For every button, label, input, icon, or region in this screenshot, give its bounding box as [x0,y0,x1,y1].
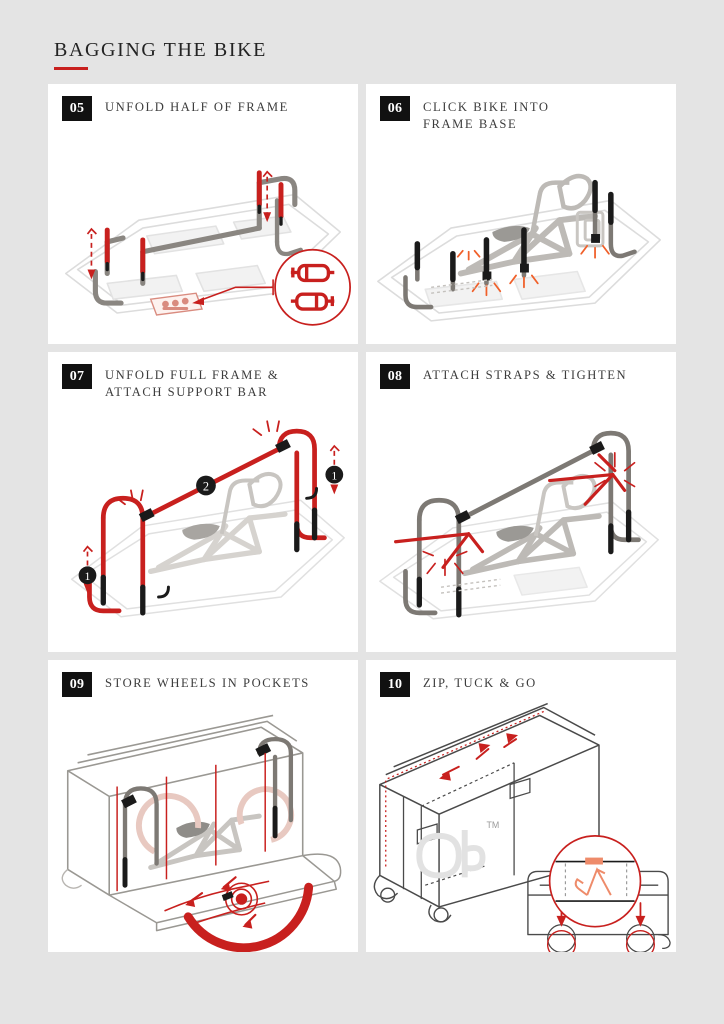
step-panel-09: 09 STORE WHEELS IN POCKETS [48,660,358,952]
step-number-badge-08: 08 [380,364,410,389]
step-illustration-09 [48,700,358,952]
step-caption-05: UNFOLD HALF OF FRAME [105,100,289,114]
step-caption-06: CLICK BIKE INTO FRAME BASE [423,100,550,131]
step-illustration-08 [366,392,676,652]
step-header-06: 06 CLICK BIKE INTO FRAME BASE [380,96,666,132]
page-title: BAGGING THE BIKE [54,39,267,61]
step-header-10: 10 ZIP, TUCK & GO [380,672,666,697]
steps-grid: 05 UNFOLD HALF OF FRAME [48,84,676,976]
step-number-badge-05: 05 [62,96,92,121]
step-header-07: 07 UNFOLD FULL FRAME & ATTACH SUPPORT BA… [62,364,348,400]
step-panel-05: 05 UNFOLD HALF OF FRAME [48,84,358,344]
step-caption-08: ATTACH STRAPS & TIGHTEN [423,368,628,382]
step-panel-07: 07 UNFOLD FULL FRAME & ATTACH SUPPORT BA… [48,352,358,652]
step-header-09: 09 STORE WHEELS IN POCKETS [62,672,348,697]
step-panel-08: 08 ATTACH STRAPS & TIGHTEN [366,352,676,652]
step-illustration-10: TM [366,700,676,952]
svg-text:2: 2 [203,479,209,493]
step-number-badge-07: 07 [62,364,92,389]
step-header-05: 05 UNFOLD HALF OF FRAME [62,96,348,121]
svg-text:1: 1 [331,469,337,483]
step-number-badge-09: 09 [62,672,92,697]
step-caption-09: STORE WHEELS IN POCKETS [105,676,310,690]
step-panel-06: 06 CLICK BIKE INTO FRAME BASE [366,84,676,344]
page-header: BAGGING THE BIKE [54,40,674,70]
step-number-badge-06: 06 [380,96,410,121]
step-header-08: 08 ATTACH STRAPS & TIGHTEN [380,364,666,389]
title-accent-rule [54,67,88,70]
step-caption-10: ZIP, TUCK & GO [423,676,537,690]
svg-text:TM: TM [486,820,499,830]
step-panel-10: 10 ZIP, TUCK & GO [366,660,676,952]
step-illustration-07: 1 1 2 [48,392,358,652]
svg-text:1: 1 [85,569,91,583]
step-illustration-05 [48,124,358,344]
step-caption-07: UNFOLD FULL FRAME & ATTACH SUPPORT BAR [105,368,280,399]
step-illustration-06 [366,124,676,344]
step-number-badge-10: 10 [380,672,410,697]
